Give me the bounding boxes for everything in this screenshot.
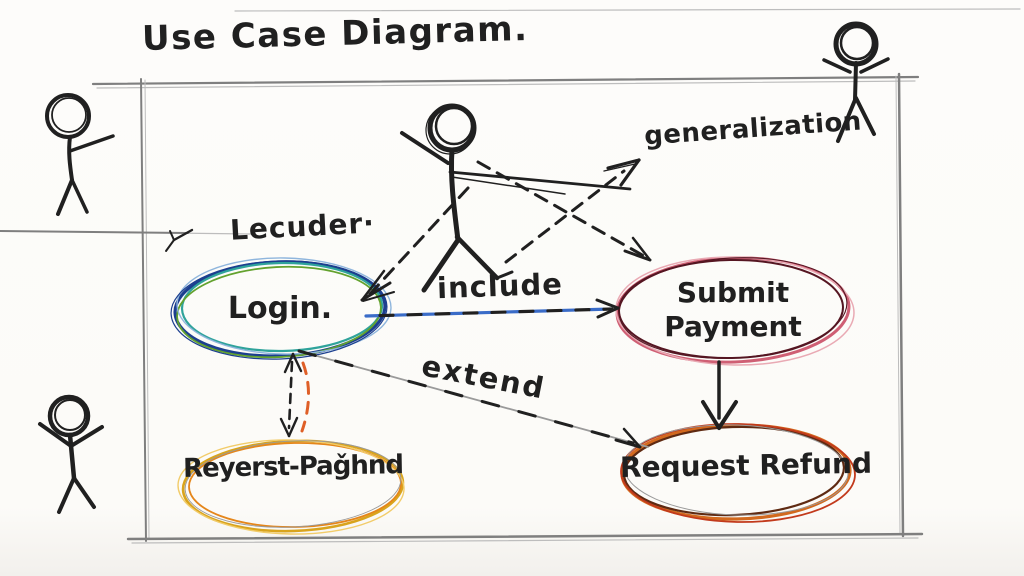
include-relationship-label: include (436, 266, 564, 306)
system-boundary-rectangle (91, 72, 924, 544)
faint-top-line (234, 8, 1021, 12)
usecase-login-ellipse (170, 257, 392, 360)
association-actor-login-arrow (360, 186, 470, 302)
actor-left-upper-icon (45, 93, 115, 216)
include-connector-arrow (364, 298, 620, 319)
usecase-login-label: Login. (227, 291, 333, 326)
usecase-reyerst-paghnd-label: Reyerst-Paǧhnd (182, 450, 404, 484)
login-reyerst-connector (279, 352, 311, 438)
actor-top-right-icon (822, 21, 890, 143)
usecase-request-refund-ellipse (620, 423, 856, 523)
left-actor-association-line (0, 228, 253, 252)
association-actor-submit-arrow (476, 160, 652, 262)
usecase-reyerst-paghnd-ellipse (177, 439, 405, 535)
submit-refund-arrow (701, 360, 738, 430)
usecase-submit-payment-label: Submit Payment (664, 276, 802, 343)
extend-connector-arrow (297, 349, 649, 449)
generalization-arrow (504, 158, 641, 264)
actor-top-center-icon (400, 103, 632, 293)
actor-left-lower-icon (38, 394, 104, 514)
usecase-request-refund-label: Request Refund (619, 446, 873, 485)
